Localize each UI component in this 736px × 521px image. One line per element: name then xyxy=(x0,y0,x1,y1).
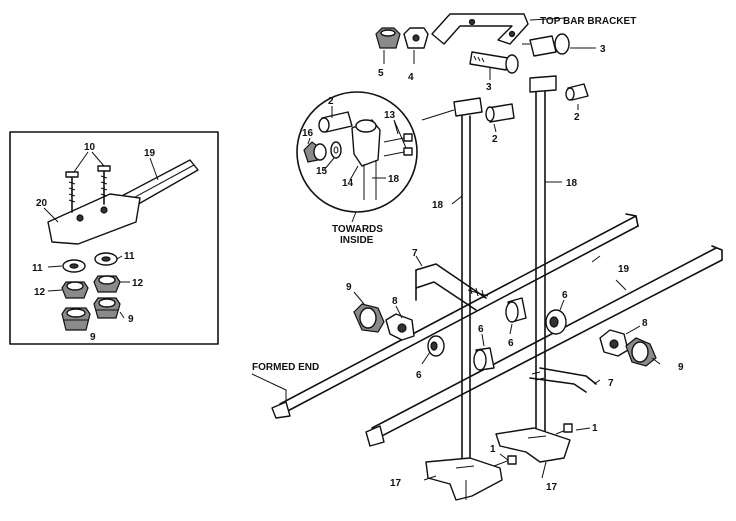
inset-screw-right xyxy=(97,165,111,205)
top-bar-bracket xyxy=(431,13,529,45)
circle-detail: 2 13 16 15 14 18 TOWARDS INSIDE xyxy=(296,91,418,246)
spring-7 xyxy=(467,285,489,299)
detail-capnut-16 xyxy=(303,141,327,163)
callout-9-right: 9 xyxy=(678,362,684,373)
callout-6-top-right: 6 xyxy=(562,290,568,301)
callout-inset-9-bottom: 9 xyxy=(90,332,96,343)
callout-detail-14: 14 xyxy=(342,178,354,189)
bolt-3-upper xyxy=(522,33,570,57)
cap-2-middle xyxy=(485,103,515,123)
callout-1-right: 1 xyxy=(592,423,598,434)
nut-4 xyxy=(403,27,429,49)
inset-screw-left xyxy=(65,171,79,213)
callout-detail-13: 13 xyxy=(384,110,396,121)
callout-2-middle: 2 xyxy=(492,134,498,145)
inset-frame xyxy=(9,131,219,345)
spacer-6-b xyxy=(473,347,495,371)
callout-18-right: 18 xyxy=(566,178,578,189)
foot-bracket-17-right xyxy=(495,427,571,463)
upright-tube-right xyxy=(529,75,557,441)
top-bar-bracket-assembly: TOP BAR BRACKET 3 3 5 4 2 xyxy=(375,13,636,123)
callout-7-upper: 7 xyxy=(412,248,418,259)
callout-inset-9-right: 9 xyxy=(128,314,134,325)
label-inside: INSIDE xyxy=(340,235,374,246)
rail-19-front xyxy=(365,245,723,447)
callout-17-left: 17 xyxy=(390,478,402,489)
callout-detail-18: 18 xyxy=(388,174,400,185)
screw-1-right xyxy=(555,423,573,435)
nut-9-left xyxy=(353,303,385,333)
inset-locknut-right xyxy=(93,297,121,319)
callout-inset-20: 20 xyxy=(36,198,48,209)
spacer-6-d xyxy=(545,309,567,335)
callout-inset-12-right: 12 xyxy=(132,278,144,289)
u-bolt-7-lower xyxy=(529,367,597,393)
callout-9-left: 9 xyxy=(346,282,352,293)
inset-detail: 10 19 20 11 11 12 12 9 9 xyxy=(9,131,219,345)
inset-washer-left xyxy=(62,259,86,273)
callout-17-right: 17 xyxy=(546,482,558,493)
callout-6-middle: 6 xyxy=(478,324,484,335)
label-towards: TOWARDS xyxy=(332,224,383,235)
callout-4: 4 xyxy=(408,72,414,83)
inset-nut-left xyxy=(61,281,89,299)
callout-1-left: 1 xyxy=(490,444,496,455)
main-assembly: 2 18 18 7 19 9 8 6 6 6 6 8 9 7 FORMED EN… xyxy=(251,75,723,501)
nut-5 xyxy=(375,27,401,49)
callout-8-right: 8 xyxy=(642,318,648,329)
callout-3-upper: 3 xyxy=(600,44,606,55)
callout-detail-16: 16 xyxy=(302,128,314,139)
nut-9-right xyxy=(625,337,657,367)
callout-inset-10: 10 xyxy=(84,142,96,153)
nut-8-left xyxy=(385,313,415,341)
label-formed-end: FORMED END xyxy=(252,362,319,373)
callout-18-left: 18 xyxy=(432,200,444,211)
callout-detail-2: 2 xyxy=(328,96,334,107)
inset-foot-plate xyxy=(47,193,141,245)
callout-2-top: 2 xyxy=(574,112,580,123)
inset-washer-right xyxy=(94,252,118,266)
inset-nut-right xyxy=(93,275,121,293)
callout-6-left: 6 xyxy=(416,370,422,381)
detail-screw-13-upper xyxy=(383,133,413,143)
callout-19: 19 xyxy=(618,264,630,275)
callout-3-lower: 3 xyxy=(486,82,492,93)
callout-detail-15: 15 xyxy=(316,166,328,177)
cap-2-top xyxy=(565,83,589,101)
spacer-6-c xyxy=(505,297,527,323)
nut-8-right xyxy=(599,329,629,357)
callout-7-lower: 7 xyxy=(608,378,614,389)
callout-6-right-middle: 6 xyxy=(508,338,514,349)
rail-19-back xyxy=(271,213,639,419)
callout-8-left: 8 xyxy=(392,296,398,307)
upright-tube-left xyxy=(453,97,483,481)
callout-inset-12-left: 12 xyxy=(34,287,46,298)
detail-cap-2 xyxy=(318,111,353,133)
label-top-bar-bracket: TOP BAR BRACKET xyxy=(540,16,636,27)
callout-inset-11-right: 11 xyxy=(124,251,135,262)
detail-screw-13-lower xyxy=(383,147,413,157)
detail-circle xyxy=(296,91,418,213)
foot-bracket-17-left xyxy=(425,457,503,501)
u-bolt-7-upper xyxy=(415,263,487,311)
inset-locknut-left xyxy=(61,307,91,331)
detail-washer-15 xyxy=(330,141,342,159)
spacer-6-a xyxy=(427,335,445,357)
callout-5: 5 xyxy=(378,68,384,79)
callout-inset-19: 19 xyxy=(144,148,156,159)
detail-clamp-14 xyxy=(351,119,381,167)
bolt-3-lower xyxy=(469,51,519,74)
callout-inset-11-left: 11 xyxy=(32,263,43,274)
